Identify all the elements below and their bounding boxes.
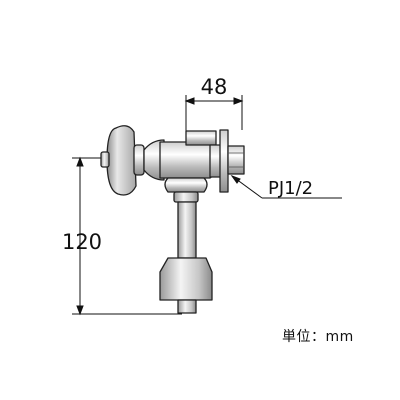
thread-nipple <box>227 145 245 175</box>
height-dimension <box>72 156 182 316</box>
spout-nozzle <box>159 257 213 301</box>
handle-hub <box>133 144 145 176</box>
valve-body <box>159 141 215 179</box>
height-arrow-top <box>76 156 84 167</box>
bonnet <box>143 139 165 181</box>
faucet-body <box>100 125 245 314</box>
handle-stem <box>100 151 110 168</box>
width-arrow-right <box>233 97 244 105</box>
spout-pipe <box>177 201 197 259</box>
lower-collar <box>164 177 208 193</box>
wall-flange <box>219 129 229 193</box>
unit-label: 単位：mm <box>282 329 354 345</box>
thread-label: PJ1/2 <box>268 178 313 199</box>
width-label: 48 <box>201 75 228 99</box>
height-label: 120 <box>62 230 102 254</box>
collar-ring <box>173 191 199 203</box>
thread-leader <box>230 174 342 199</box>
width-arrow-left <box>184 97 195 105</box>
height-arrow-bottom <box>76 305 84 316</box>
handle-wheel <box>106 125 137 196</box>
body-riser <box>185 130 217 146</box>
spout-tip <box>177 299 197 314</box>
